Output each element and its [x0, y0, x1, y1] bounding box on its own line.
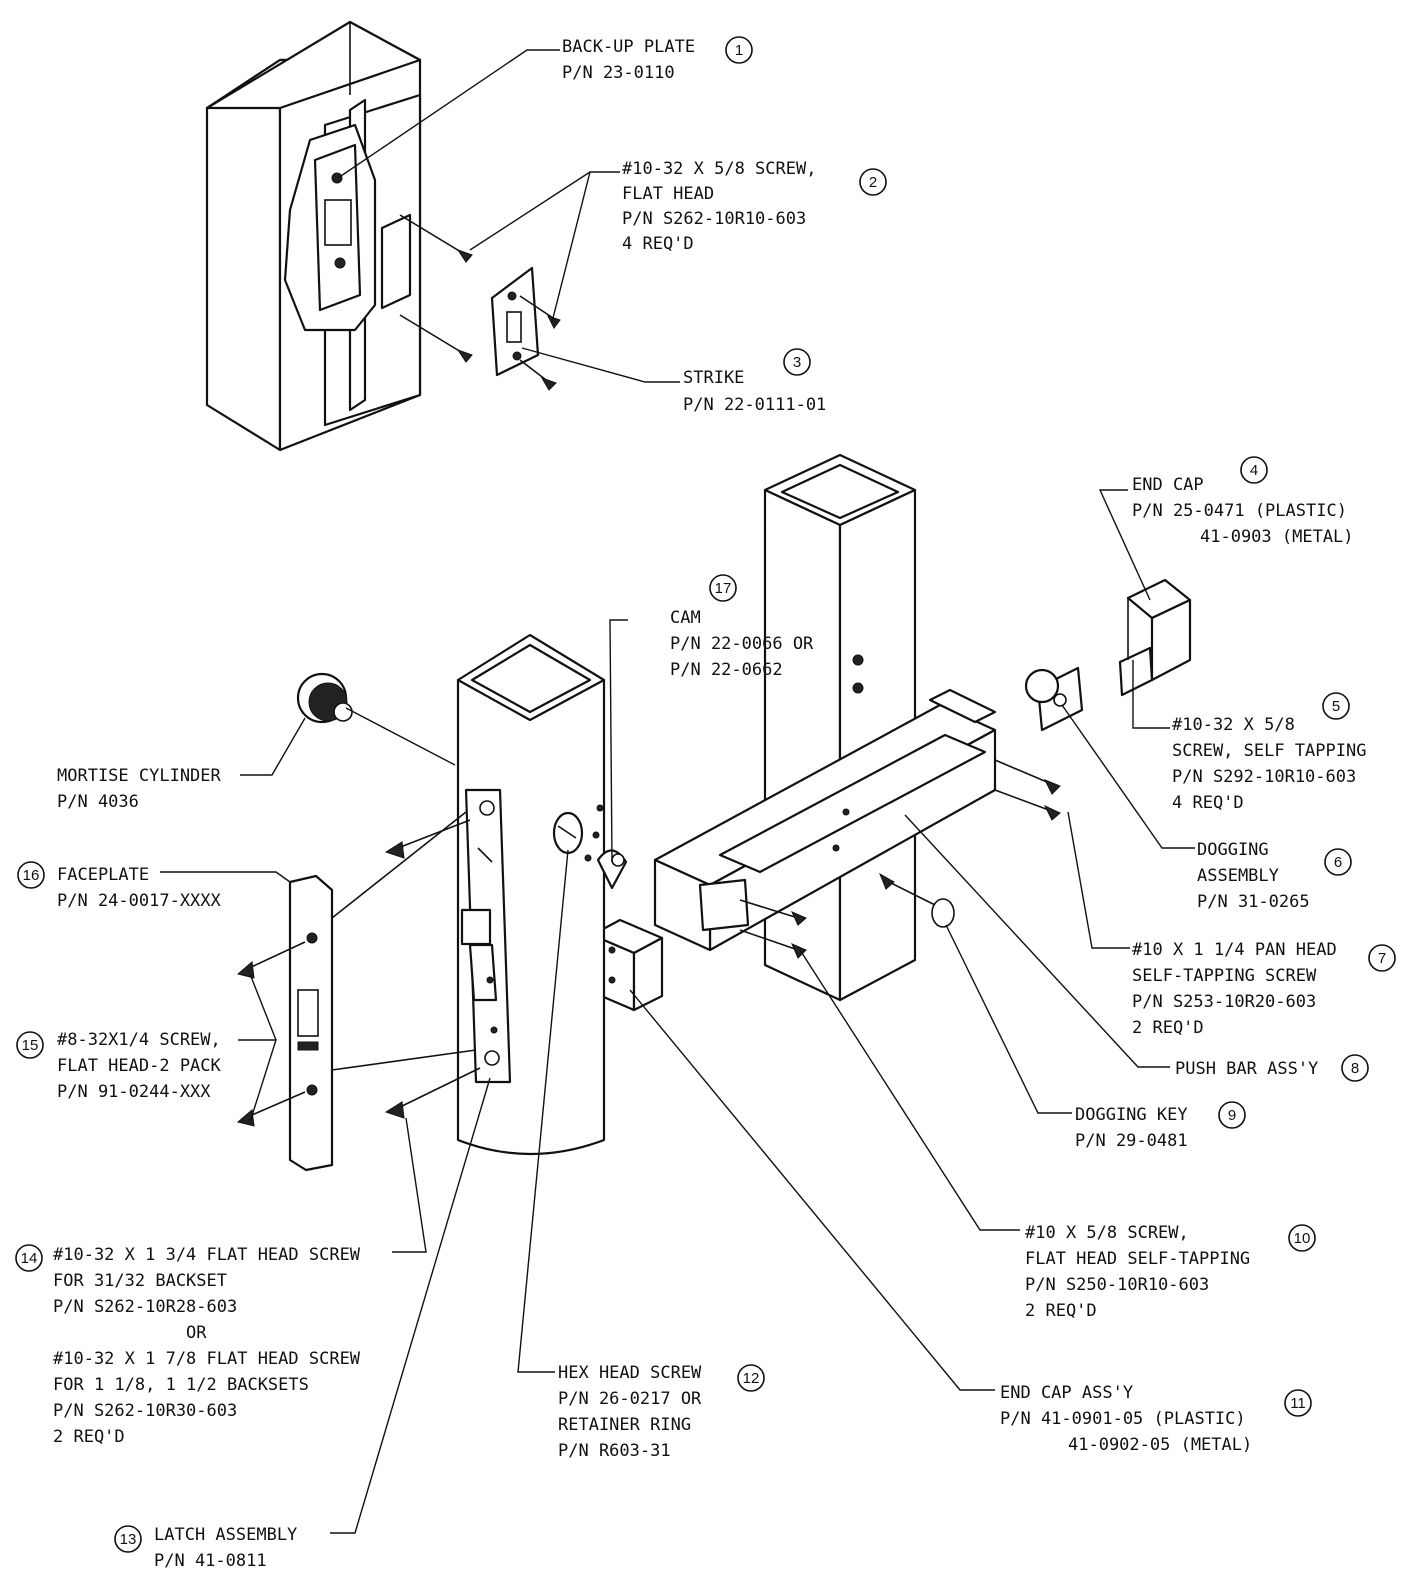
callout-number: 8	[1351, 1060, 1359, 1077]
svg-text:END CAP ASS'YP/N 41-0901-05 (P: END CAP ASS'YP/N 41-0901-05 (PLASTIC)41-…	[1000, 1383, 1252, 1455]
latch-assembly	[460, 788, 512, 1084]
mortise-cylinder	[296, 672, 353, 724]
back-up-plate	[283, 123, 377, 332]
end-cap	[1118, 578, 1192, 697]
latch-screws	[236, 819, 481, 1127]
callout-number: 2	[869, 174, 877, 191]
faceplate	[288, 874, 334, 1172]
rear-mounting-post	[763, 453, 917, 1002]
dogging-key	[879, 872, 955, 928]
callout-number: 13	[120, 1531, 137, 1548]
callout-number: 3	[793, 354, 801, 371]
callout-number: 5	[1332, 698, 1340, 715]
svg-text:PUSH BAR ASS'Y: PUSH BAR ASS'Y	[1175, 1059, 1318, 1079]
strike	[490, 266, 540, 377]
callout-number: 7	[1378, 950, 1386, 967]
callout-number: 11	[1290, 1395, 1306, 1412]
callout-number: 17	[715, 580, 732, 597]
callout-number: 10	[1294, 1230, 1311, 1247]
callout-1: BACK-UP PLATE P/N 23-0110 1	[562, 36, 753, 83]
callout-number: 6	[1334, 854, 1342, 871]
callout-number: 12	[743, 1370, 760, 1387]
callout-number: 9	[1228, 1107, 1236, 1124]
cam	[596, 849, 628, 890]
callout-number: 16	[23, 867, 40, 884]
strike-plate-recess	[380, 213, 412, 310]
callout-number: 15	[22, 1037, 39, 1054]
strike-screws	[399, 214, 561, 391]
callout-number: 4	[1250, 462, 1258, 479]
bar-screws	[739, 759, 1061, 959]
dogging-assembly	[1024, 666, 1084, 732]
callout-number: 1	[735, 42, 743, 59]
label-line: BACK-UP PLATE	[562, 37, 695, 57]
label-line: P/N 23-0110	[562, 63, 675, 83]
callout-number: 14	[21, 1250, 38, 1267]
svg-text:#10 X 5/8 SCREW,FLAT HEAD SELF: #10 X 5/8 SCREW,FLAT HEAD SELF-TAPPINGP/…	[1025, 1223, 1250, 1321]
faceplate-to-latch-lines	[331, 811, 477, 1071]
callout-8: PUSH BAR ASS'Y 8	[1175, 1054, 1369, 1082]
leader-lines	[160, 49, 1195, 1534]
